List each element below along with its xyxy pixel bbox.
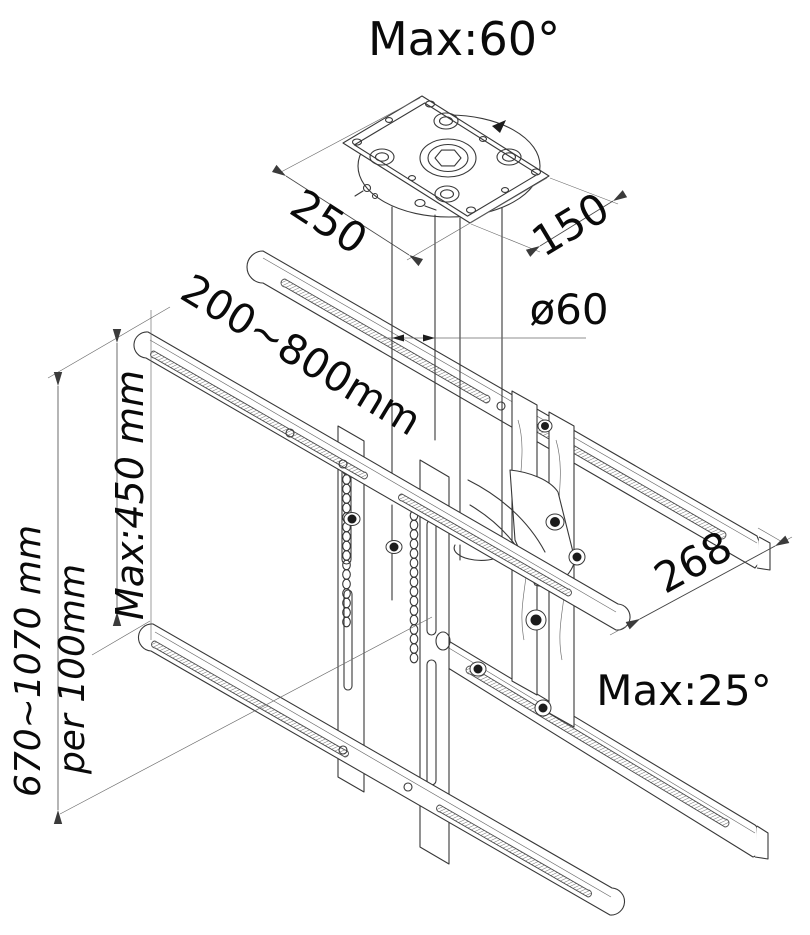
rail-front-bottom — [137, 623, 626, 916]
dim-line-268 — [625, 535, 790, 630]
front-bracket-right — [419, 459, 451, 865]
label-drop-step: per 100mm — [52, 564, 93, 775]
label-pole-diameter: ø60 — [529, 285, 608, 334]
label-drop-range: 670~1070 mm — [8, 525, 49, 797]
rail-front-top — [133, 331, 631, 631]
label-plate-depth: 150 — [524, 183, 618, 266]
dim-line-250 — [271, 164, 424, 267]
rail-back-top — [246, 250, 771, 571]
plate-center-hub — [419, 138, 477, 178]
ceiling-plate — [342, 95, 550, 224]
dim-line-150 — [525, 190, 628, 257]
ceiling-pole-right — [459, 207, 503, 561]
label-swivel-max: Max:60° — [368, 12, 560, 66]
rail-back-bottom — [431, 630, 769, 860]
swivel-direction-arrow — [492, 120, 506, 133]
plate-grommets — [369, 112, 522, 203]
label-height-adjust-max: Max:450 mm — [108, 370, 152, 620]
bracket-bolts — [343, 512, 403, 554]
label-tilt-max: Max:25° — [596, 666, 771, 715]
adjustment-chain-right — [409, 500, 419, 664]
dimension-lines — [47, 97, 793, 824]
